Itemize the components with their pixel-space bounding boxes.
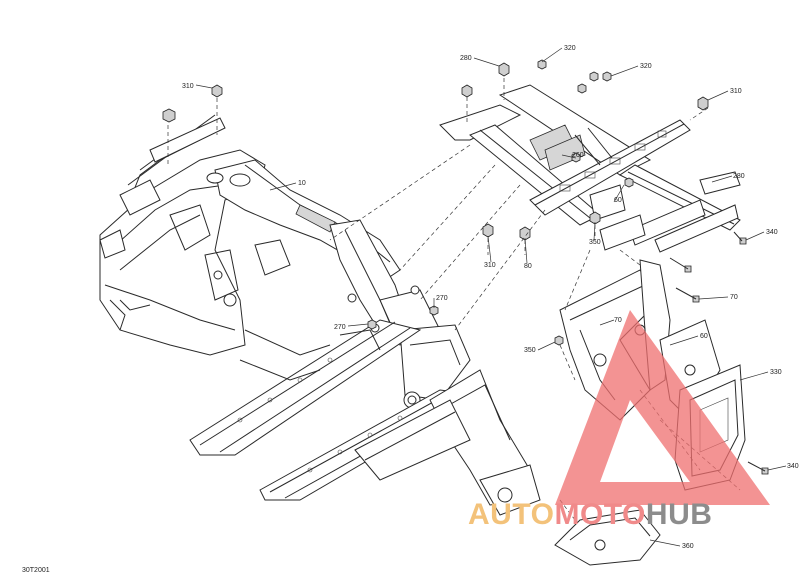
nut-icon (554, 335, 564, 346)
callout-70: 70 (614, 317, 622, 324)
bolt-icon (733, 231, 747, 245)
watermark-auto: AUTO (468, 498, 555, 531)
callout-310: 310 (730, 88, 742, 95)
callout-70: 70 (730, 294, 738, 301)
callout-labels: 310 10 280 320 320 310 280 260 60 340 35… (182, 45, 799, 550)
watermark-hub: HUB (645, 498, 713, 531)
callout-60: 60 (700, 333, 708, 340)
nut-icon (589, 71, 599, 82)
nut-icon (577, 83, 587, 94)
nut-icon (519, 226, 531, 241)
nut-icon (697, 96, 709, 111)
callout-350: 350 (589, 239, 601, 246)
bolt-icon (669, 257, 692, 273)
upper-subframe (439, 84, 741, 253)
callout-280: 280 (460, 55, 472, 62)
callout-60: 60 (614, 197, 622, 204)
watermark-text: AUTOMOTOHUB (468, 498, 712, 532)
callout-350: 350 (524, 347, 536, 354)
nut-icon (498, 62, 510, 77)
callout-310: 310 (182, 83, 194, 90)
main-frame (99, 114, 541, 516)
callout-280: 280 (733, 173, 745, 180)
nut-icon (162, 108, 176, 123)
callout-340: 340 (787, 463, 799, 470)
callout-270: 270 (334, 324, 346, 331)
nut-icon (367, 319, 377, 330)
nut-icon (624, 177, 634, 188)
callout-360: 360 (682, 543, 694, 550)
callout-340: 340 (766, 229, 778, 236)
bolt-icon (747, 461, 769, 475)
nut-icon (571, 152, 581, 163)
callout-80: 80 (524, 263, 532, 270)
nut-icon (602, 71, 612, 82)
callout-330: 330 (770, 369, 782, 376)
bolt-icon (675, 287, 700, 303)
callout-leaders (195, 47, 787, 547)
callout-260: 260 (572, 152, 584, 159)
nut-icon (461, 84, 473, 98)
fasteners (162, 59, 769, 475)
callout-320: 320 (640, 63, 652, 70)
callout-270: 270 (436, 295, 448, 302)
watermark-moto: MOTO (554, 498, 646, 531)
nut-icon (589, 211, 601, 225)
nut-icon (482, 223, 494, 238)
callout-10: 10 (298, 180, 306, 187)
callout-310: 310 (484, 262, 496, 269)
nut-icon (211, 84, 223, 98)
callout-320: 320 (564, 45, 576, 52)
watermark-logo (555, 310, 770, 505)
nut-icon (537, 59, 547, 70)
drawing-code: 30T2001 (22, 567, 50, 574)
warning-triangle-icon (555, 310, 770, 505)
